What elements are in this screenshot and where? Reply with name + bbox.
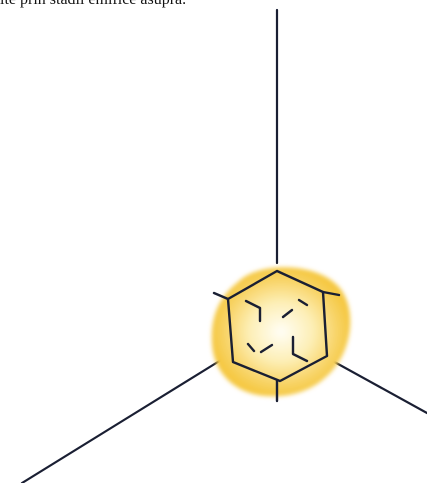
bottom-left-line (22, 352, 234, 483)
glow-blob (212, 267, 351, 396)
